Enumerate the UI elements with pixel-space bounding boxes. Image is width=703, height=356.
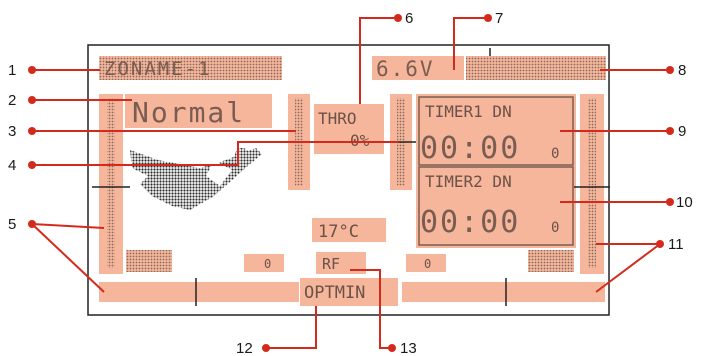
timer2-value: 00:00 [420, 205, 520, 240]
timer2-suffix: 0 [551, 220, 559, 236]
timer1-suffix: 0 [551, 146, 559, 162]
temperature-text: 17°C [318, 222, 359, 242]
trim-value-box-1 [126, 250, 172, 272]
callout-11: 11 [668, 236, 684, 253]
callout-7: 7 [495, 10, 503, 27]
callout-9: 9 [678, 123, 686, 140]
voltage-text: 6.6V [376, 57, 435, 81]
flight-mode-text: Normal [132, 96, 245, 129]
callout-5: 5 [8, 216, 16, 233]
callout-4: 4 [8, 157, 16, 174]
timer2-label: TIMER2 DN [425, 172, 512, 191]
trim-value-box-4 [528, 250, 574, 272]
optmin-text: OPTMIN [304, 283, 365, 303]
throttle-label: THRO [318, 109, 357, 128]
timer1-value: 00:00 [420, 131, 520, 166]
callout-6: 6 [405, 10, 413, 27]
rf-text: RF [322, 255, 340, 273]
callout-12: 12 [236, 340, 253, 356]
callout-3: 3 [8, 123, 16, 140]
trim-value-text-2: 0 [264, 257, 271, 271]
trim-value-text-3: 0 [424, 257, 431, 271]
throttle-value: 0% [350, 131, 370, 150]
callout-10: 10 [676, 194, 693, 211]
callout-8: 8 [678, 62, 686, 79]
right-horizontal-trim [402, 282, 605, 302]
battery-bar [466, 56, 606, 80]
model-name-text: ZONAME-1 [104, 58, 212, 80]
callout-13: 13 [400, 340, 417, 356]
right-vertical-trim-inner [588, 98, 596, 268]
timer1-label: TIMER1 DN [425, 102, 512, 121]
left-vertical-trim-inner [107, 98, 115, 268]
left-horizontal-trim [99, 282, 299, 302]
callout-1: 1 [8, 62, 16, 79]
callout-2: 2 [8, 92, 16, 109]
